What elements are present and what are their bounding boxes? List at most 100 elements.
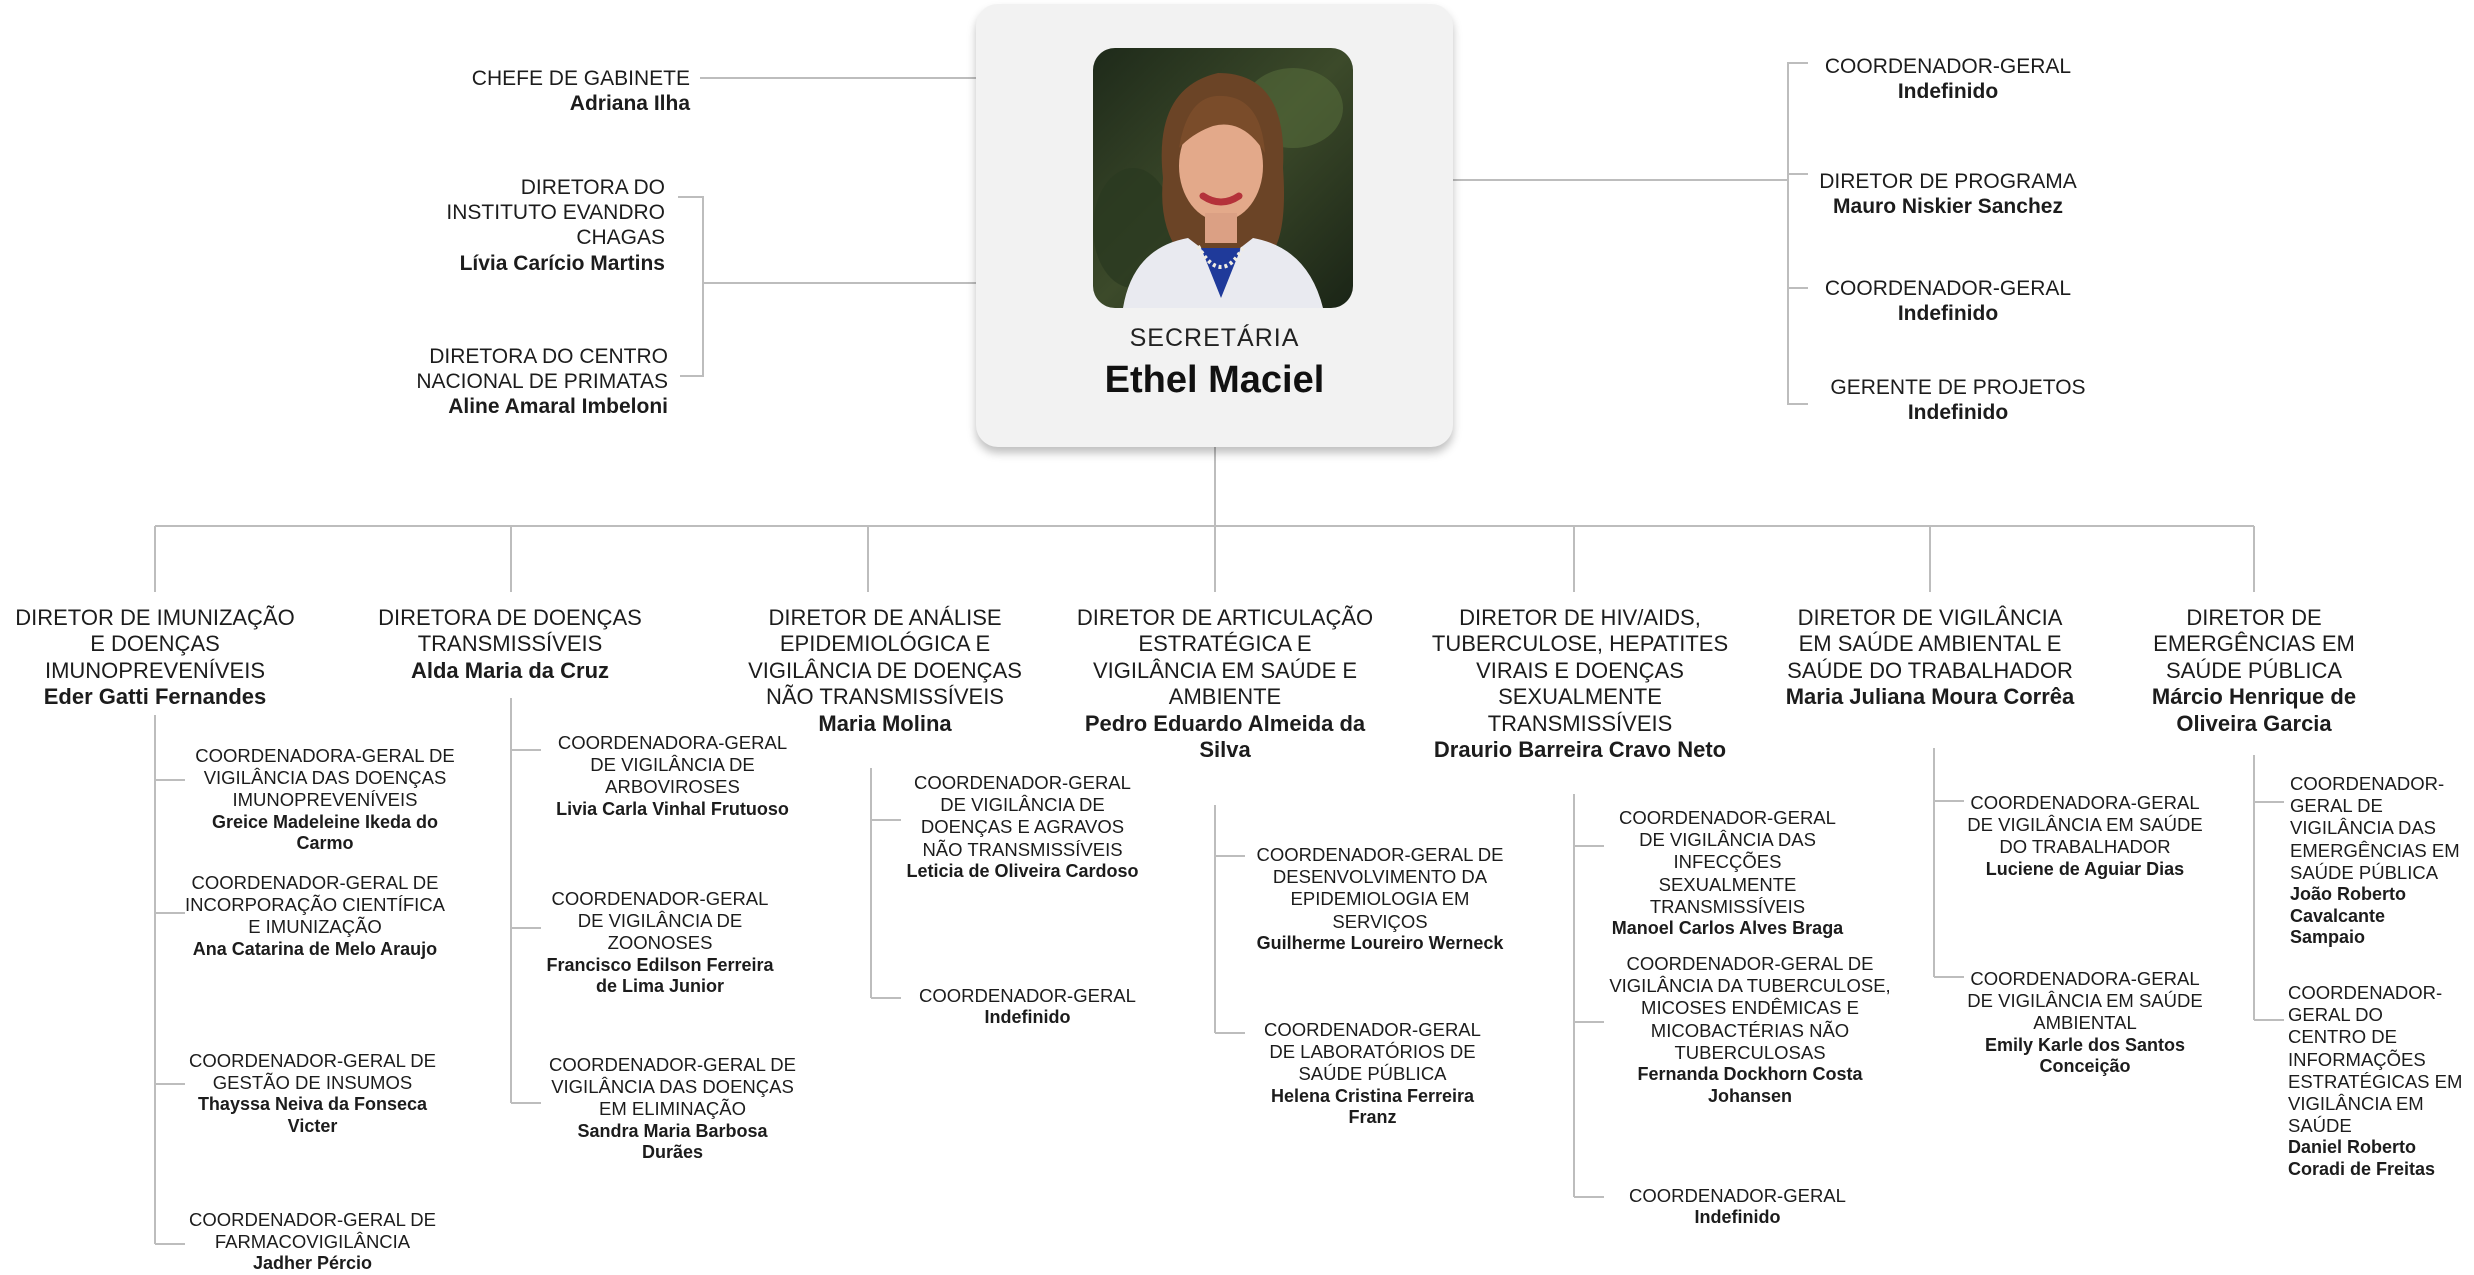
node-title: COORDENADORA-GERAL DE VIGILÂNCIA DE ARBO… <box>557 732 788 798</box>
node-name: Indefinido <box>1897 80 1999 104</box>
staff-diretor-de-programa: DIRETOR DE PROGRAMA Mauro Niskier Sanche… <box>1808 169 2088 219</box>
node-title: DIRETOR DE IMUNIZAÇÃO E DOENÇAS IMUNOPRE… <box>15 605 295 683</box>
secretary-photo <box>1093 48 1353 308</box>
department-emergencias: DIRETOR DE EMERGÊNCIAS EM SAÚDE PÚBLICA … <box>2134 605 2374 737</box>
node-name: Thayssa Neiva da Fonseca Victer <box>197 1094 428 1136</box>
node-title: COORDENADORA-GERAL DE VIGILÂNCIA DAS DOE… <box>195 745 455 811</box>
sub-coordenacao: COORDENADOR-GERAL DE LABORATÓRIOS DE SAÚ… <box>1250 1019 1495 1129</box>
node-name: Draurio Barreira Cravo Neto <box>1433 736 1727 762</box>
node-title: DIRETOR DE PROGRAMA <box>1819 170 2077 193</box>
node-title: COORDENADOR-GERAL DE GESTÃO DE INSUMOS <box>188 1050 437 1094</box>
node-name: Maria Molina <box>818 710 952 736</box>
node-title: DIRETORA DE DOENÇAS TRANSMISSÍVEIS <box>378 605 642 657</box>
sub-coordenacao: COORDENADOR-GERAL DE GESTÃO DE INSUMOS T… <box>185 1050 440 1138</box>
node-name: Manoel Carlos Alves Braga <box>1611 917 1844 938</box>
staff-diretora-iec: DIRETORA DO INSTITUTO EVANDRO CHAGAS Lív… <box>405 175 665 276</box>
department-imunizacao: DIRETOR DE IMUNIZAÇÃO E DOENÇAS IMUNOPRE… <box>5 605 305 711</box>
node-name: Livia Carla Vinhal Frutuoso <box>556 798 789 819</box>
node-name: Emily Karle dos Santos Conceição <box>1984 1034 2186 1077</box>
node-name: Maria Juliana Moura Corrêa <box>1785 684 2075 710</box>
node-name: Ana Catarina de Melo Araujo <box>192 938 438 959</box>
sub-coordenacao: COORDENADORA-GERAL DE VIGILÂNCIA EM SAÚD… <box>1965 792 2205 880</box>
node-name: Adriana Ilha <box>569 92 690 116</box>
node-title: COORDENADOR-GERAL DO CENTRO DE INFORMAÇÕ… <box>2288 982 2463 1137</box>
sub-coordenacao: COORDENADOR-GERAL DE VIGILÂNCIA DAS EMER… <box>2290 773 2465 949</box>
node-title: COORDENADOR-GERAL DE VIGILÂNCIA DAS EMER… <box>2290 773 2460 883</box>
node-title: COORDENADOR-GERAL DE VIGILÂNCIA DE DOENÇ… <box>914 772 1131 860</box>
node-name: Daniel Roberto Coradi de Freitas <box>2288 1137 2436 1179</box>
node-title: COORDENADOR-GERAL DE FARMACOVIGILÂNCIA <box>188 1209 437 1253</box>
node-name: Eder Gatti Fernandes <box>43 684 267 710</box>
node-title: COORDENADOR-GERAL <box>1824 277 2072 300</box>
node-title: COORDENADOR-GERAL <box>919 985 1136 1006</box>
node-name: Leticia de Oliveira Cardoso <box>906 860 1139 881</box>
node-name: Greice Madeleine Ikeda do Carmo <box>211 811 439 854</box>
node-title: COORDENADORA-GERAL DE VIGILÂNCIA EM SAÚD… <box>1967 968 2203 1034</box>
node-name: Mauro Niskier Sanchez <box>1833 195 2063 219</box>
staff-coordenador-geral-2: COORDENADOR-GERAL Indefinido <box>1808 276 2088 326</box>
node-name: Sandra Maria Barbosa Durães <box>577 1120 768 1163</box>
node-name: Helena Cristina Ferreira Franz <box>1270 1085 1475 1128</box>
node-name: Luciene de Aguiar Dias <box>1985 858 2185 879</box>
node-title: DIRETOR DE ARTICULAÇÃO ESTRATÉGICA E VIG… <box>1076 605 1374 710</box>
node-title: COORDENADOR-GERAL DE INCORPORAÇÃO CIENTÍ… <box>184 872 446 938</box>
sub-coordenacao: COORDENADOR-GERAL DE VIGILÂNCIA DAS INFE… <box>1605 807 1850 940</box>
node-title: COORDENADOR-GERAL DE DESENVOLVIMENTO DA … <box>1256 844 1504 932</box>
staff-gerente-de-projetos: GERENTE DE PROJETOS Indefinido <box>1808 375 2108 425</box>
staff-coordenador-geral-1: COORDENADOR-GERAL Indefinido <box>1808 54 2088 104</box>
sub-coordenacao: COORDENADOR-GERAL DE VIGILÂNCIA DAS DOEN… <box>545 1054 800 1164</box>
node-title: COORDENADORA-GERAL DE VIGILÂNCIA EM SAÚD… <box>1967 792 2203 858</box>
staff-chefe-de-gabinete: CHEFE DE GABINETE Adriana Ilha <box>350 66 690 116</box>
department-analise-epidemiologica: DIRETOR DE ANÁLISE EPIDEMIOLÓGICA E VIGI… <box>725 605 1045 737</box>
node-name: Alda Maria da Cruz <box>410 657 610 683</box>
node-title: COORDENADOR-GERAL <box>1629 1185 1846 1206</box>
node-name: Guilherme Loureiro Werneck <box>1256 932 1504 953</box>
node-name: Indefinido <box>1694 1207 1781 1228</box>
node-name: Indefinido <box>984 1007 1071 1028</box>
sub-coordenacao: COORDENADOR-GERAL DE VIGILÂNCIA DE DOENÇ… <box>905 772 1140 882</box>
node-name: Márcio Henrique de Oliveira Garcia <box>2151 684 2357 736</box>
node-name: Aline Amaral Imbeloni <box>448 395 668 419</box>
sub-coordenacao: COORDENADORA-GERAL DE VIGILÂNCIA DAS DOE… <box>190 745 460 855</box>
node-name: Pedro Eduardo Almeida da Silva <box>1084 710 1366 762</box>
node-title: COORDENADOR-GERAL DE VIGILÂNCIA DAS DOEN… <box>548 1054 797 1120</box>
sub-coordenacao: COORDENADOR-GERAL Indefinido <box>1605 1185 1870 1229</box>
sub-coordenacao: COORDENADOR-GERAL DE INCORPORAÇÃO CIENTÍ… <box>180 872 450 960</box>
node-title: DIRETORA DO INSTITUTO EVANDRO CHAGAS <box>446 176 665 250</box>
sub-coordenacao: COORDENADOR-GERAL DE DESENVOLVIMENTO DA … <box>1250 844 1510 954</box>
sub-coordenacao: COORDENADORA-GERAL DE VIGILÂNCIA EM SAÚD… <box>1965 968 2205 1078</box>
node-name: Francisco Edilson Ferreira de Lima Junio… <box>546 954 774 997</box>
node-title: COORDENADOR-GERAL DE LABORATÓRIOS DE SAÚ… <box>1264 1019 1481 1085</box>
node-name: Fernanda Dockhorn Costa Johansen <box>1637 1063 1863 1106</box>
node-title: CHEFE DE GABINETE <box>471 67 690 90</box>
node-title: DIRETORA DO CENTRO NACIONAL DE PRIMATAS <box>416 345 668 394</box>
secretary-card: SECRETÁRIA Ethel Maciel <box>976 4 1453 447</box>
department-articulacao-estrategica: DIRETOR DE ARTICULAÇÃO ESTRATÉGICA E VIG… <box>1075 605 1375 763</box>
node-name: Indefinido <box>1907 401 2009 425</box>
node-name: Indefinido <box>1897 302 1999 326</box>
sub-coordenacao: COORDENADOR-GERAL Indefinido <box>905 985 1150 1029</box>
sub-coordenacao: COORDENADOR-GERAL DE VIGILÂNCIA DA TUBER… <box>1605 953 1895 1107</box>
node-title: DIRETOR DE ANÁLISE EPIDEMIOLÓGICA E VIGI… <box>748 605 1022 710</box>
node-title: DIRETOR DE HIV/AIDS, TUBERCULOSE, HEPATI… <box>1431 605 1729 736</box>
node-name: João Roberto Cavalcante Sampaio <box>2290 883 2407 948</box>
sub-coordenacao: COORDENADOR-GERAL DE VIGILÂNCIA DE ZOONO… <box>545 888 775 998</box>
node-name: Jadher Pércio <box>252 1253 373 1274</box>
department-vigilancia-ambiental: DIRETOR DE VIGILÂNCIA EM SAÚDE AMBIENTAL… <box>1785 605 2075 711</box>
staff-diretora-cenp: DIRETORA DO CENTRO NACIONAL DE PRIMATAS … <box>398 344 668 420</box>
node-title: GERENTE DE PROJETOS <box>1830 376 2086 399</box>
node-title: COORDENADOR-GERAL DE VIGILÂNCIA DE ZOONO… <box>551 888 769 954</box>
secretary-name: Ethel Maciel <box>1104 359 1325 401</box>
department-doencas-transmissiveis: DIRETORA DE DOENÇAS TRANSMISSÍVEIS Alda … <box>345 605 675 684</box>
node-name: Lívia Carício Martins <box>459 251 665 275</box>
department-hiv-aids: DIRETOR DE HIV/AIDS, TUBERCULOSE, HEPATI… <box>1425 605 1735 763</box>
node-title: DIRETOR DE VIGILÂNCIA EM SAÚDE AMBIENTAL… <box>1787 605 2073 683</box>
sub-coordenacao: COORDENADOR-GERAL DO CENTRO DE INFORMAÇÕ… <box>2288 982 2463 1181</box>
sub-coordenacao: COORDENADORA-GERAL DE VIGILÂNCIA DE ARBO… <box>545 732 800 820</box>
node-title: COORDENADOR-GERAL DE VIGILÂNCIA DA TUBER… <box>1609 953 1891 1063</box>
node-title: COORDENADOR-GERAL <box>1824 55 2072 78</box>
secretary-title: SECRETÁRIA <box>1129 324 1300 352</box>
node-title: COORDENADOR-GERAL DE VIGILÂNCIA DAS INFE… <box>1619 807 1836 917</box>
node-title: DIRETOR DE EMERGÊNCIAS EM SAÚDE PÚBLICA <box>2153 605 2355 683</box>
